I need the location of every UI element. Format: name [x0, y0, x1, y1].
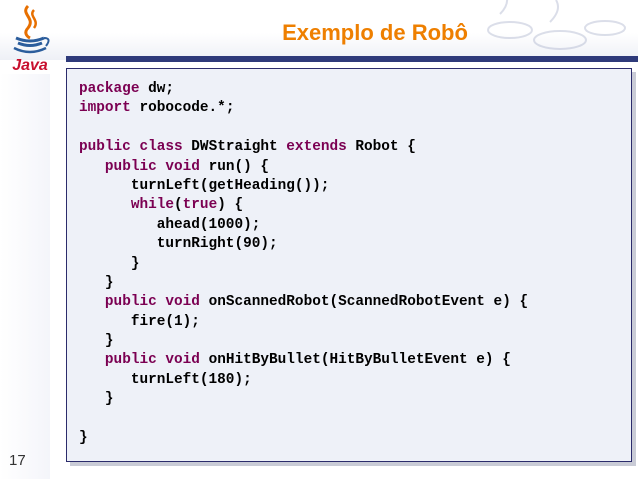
code-text: run() {: [199, 158, 270, 175]
code-keyword: true: [182, 197, 218, 214]
logo-text: Java: [12, 57, 48, 74]
code-keyword: class: [139, 139, 183, 156]
code-keyword: void: [165, 294, 200, 311]
code-text: onHitByBullet(HitByBulletEvent e) {: [199, 352, 511, 369]
code-text: }: [79, 430, 88, 447]
code-keyword: public: [79, 139, 131, 156]
code-keyword: extends: [286, 139, 347, 156]
code-line: turnLeft(getHeading());: [79, 177, 528, 196]
code-line: }: [79, 429, 528, 448]
code-text: onScannedRobot(ScannedRobotEvent e) {: [199, 294, 529, 311]
code-keyword: package: [79, 81, 140, 97]
header-band: [0, 0, 638, 60]
code-line: ahead(1000);: [79, 216, 528, 235]
code-text: turnLeft(getHeading());: [79, 177, 330, 194]
code-keyword: while: [130, 197, 175, 214]
code-keyword: public: [104, 352, 157, 369]
code-line: fire(1);: [79, 313, 528, 332]
code-text: }: [79, 391, 114, 408]
code-line: [79, 410, 528, 429]
code-keyword: void: [165, 158, 200, 175]
slide-title: Exemplo de Robô: [282, 20, 468, 45]
code-line: public void onHitByBullet(HitByBulletEve…: [79, 351, 528, 370]
code-text: ahead(1000);: [79, 216, 261, 233]
code-text: DWStraight: [182, 139, 287, 156]
code-keyword: import: [79, 100, 131, 117]
code-text: [79, 197, 131, 213]
code-listing: package dw;import robocode.*; public cla…: [79, 80, 528, 448]
page-number: 17: [9, 452, 26, 469]
code-text: turnRight(90);: [79, 236, 278, 253]
code-keyword: public: [104, 294, 157, 311]
code-text: robocode.*;: [130, 100, 235, 117]
code-line: }: [79, 255, 528, 274]
code-text: (: [174, 197, 183, 214]
code-line: public void onScannedRobot(ScannedRobotE…: [79, 293, 528, 312]
code-text: [79, 159, 105, 175]
code-line: turnRight(90);: [79, 235, 528, 254]
java-watermark-icon: [487, 0, 626, 50]
code-text: fire(1);: [79, 313, 200, 330]
code-keyword: public: [104, 158, 157, 175]
code-line: public class DWStraight extends Robot {: [79, 138, 528, 157]
code-line: }: [79, 332, 528, 351]
code-text: Robot {: [346, 139, 416, 156]
code-box: [66, 68, 632, 462]
code-text: turnLeft(180);: [79, 371, 252, 388]
code-line: }: [79, 274, 528, 293]
code-line: }: [79, 390, 528, 409]
title-underline-bar: [66, 56, 638, 62]
code-text: dw;: [139, 81, 174, 97]
code-line: turnLeft(180);: [79, 371, 528, 390]
code-line: while(true) {: [79, 196, 528, 215]
code-text: }: [79, 333, 114, 350]
code-line: public void run() {: [79, 158, 528, 177]
code-line: import robocode.*;: [79, 99, 528, 118]
code-text: [79, 294, 105, 310]
code-text: [79, 352, 105, 368]
code-text: }: [79, 274, 114, 291]
left-margin-stripe: [0, 74, 50, 479]
code-keyword: void: [165, 352, 200, 369]
code-line: [79, 119, 528, 138]
code-line: package dw;: [79, 80, 528, 99]
code-text: }: [79, 255, 140, 272]
code-text: ) {: [217, 197, 244, 214]
java-coffee-cup-icon: Java: [12, 4, 50, 74]
